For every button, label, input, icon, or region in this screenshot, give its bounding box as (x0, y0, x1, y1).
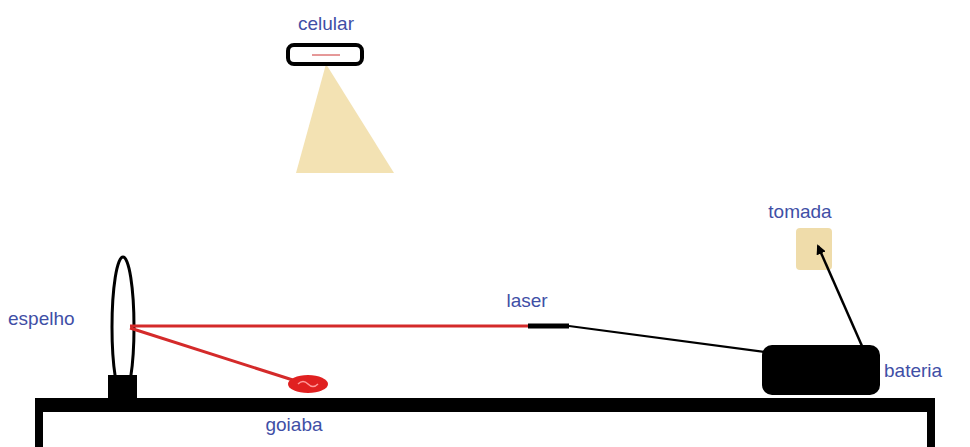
camera-view-cone (296, 64, 394, 173)
table-leg (927, 398, 935, 447)
battery-shape (762, 345, 880, 395)
laser-wire (569, 326, 765, 352)
table-leg (35, 398, 43, 447)
part-label: tomada (768, 202, 831, 221)
part-label: goiaba (265, 415, 322, 434)
part-label: celular (298, 14, 354, 33)
guava-shape (288, 375, 328, 393)
part-label: laser (506, 291, 547, 310)
part-label: espelho (8, 309, 75, 328)
table-top (35, 398, 935, 412)
charger-wire (818, 246, 862, 346)
guava-detail (298, 382, 318, 387)
phone-shape (288, 45, 362, 64)
reflected-beam (130, 328, 296, 381)
part-label: bateria (884, 361, 942, 380)
phone-detail (312, 55, 340, 56)
laser-beam (130, 325, 530, 328)
laser-pointer (528, 324, 569, 329)
